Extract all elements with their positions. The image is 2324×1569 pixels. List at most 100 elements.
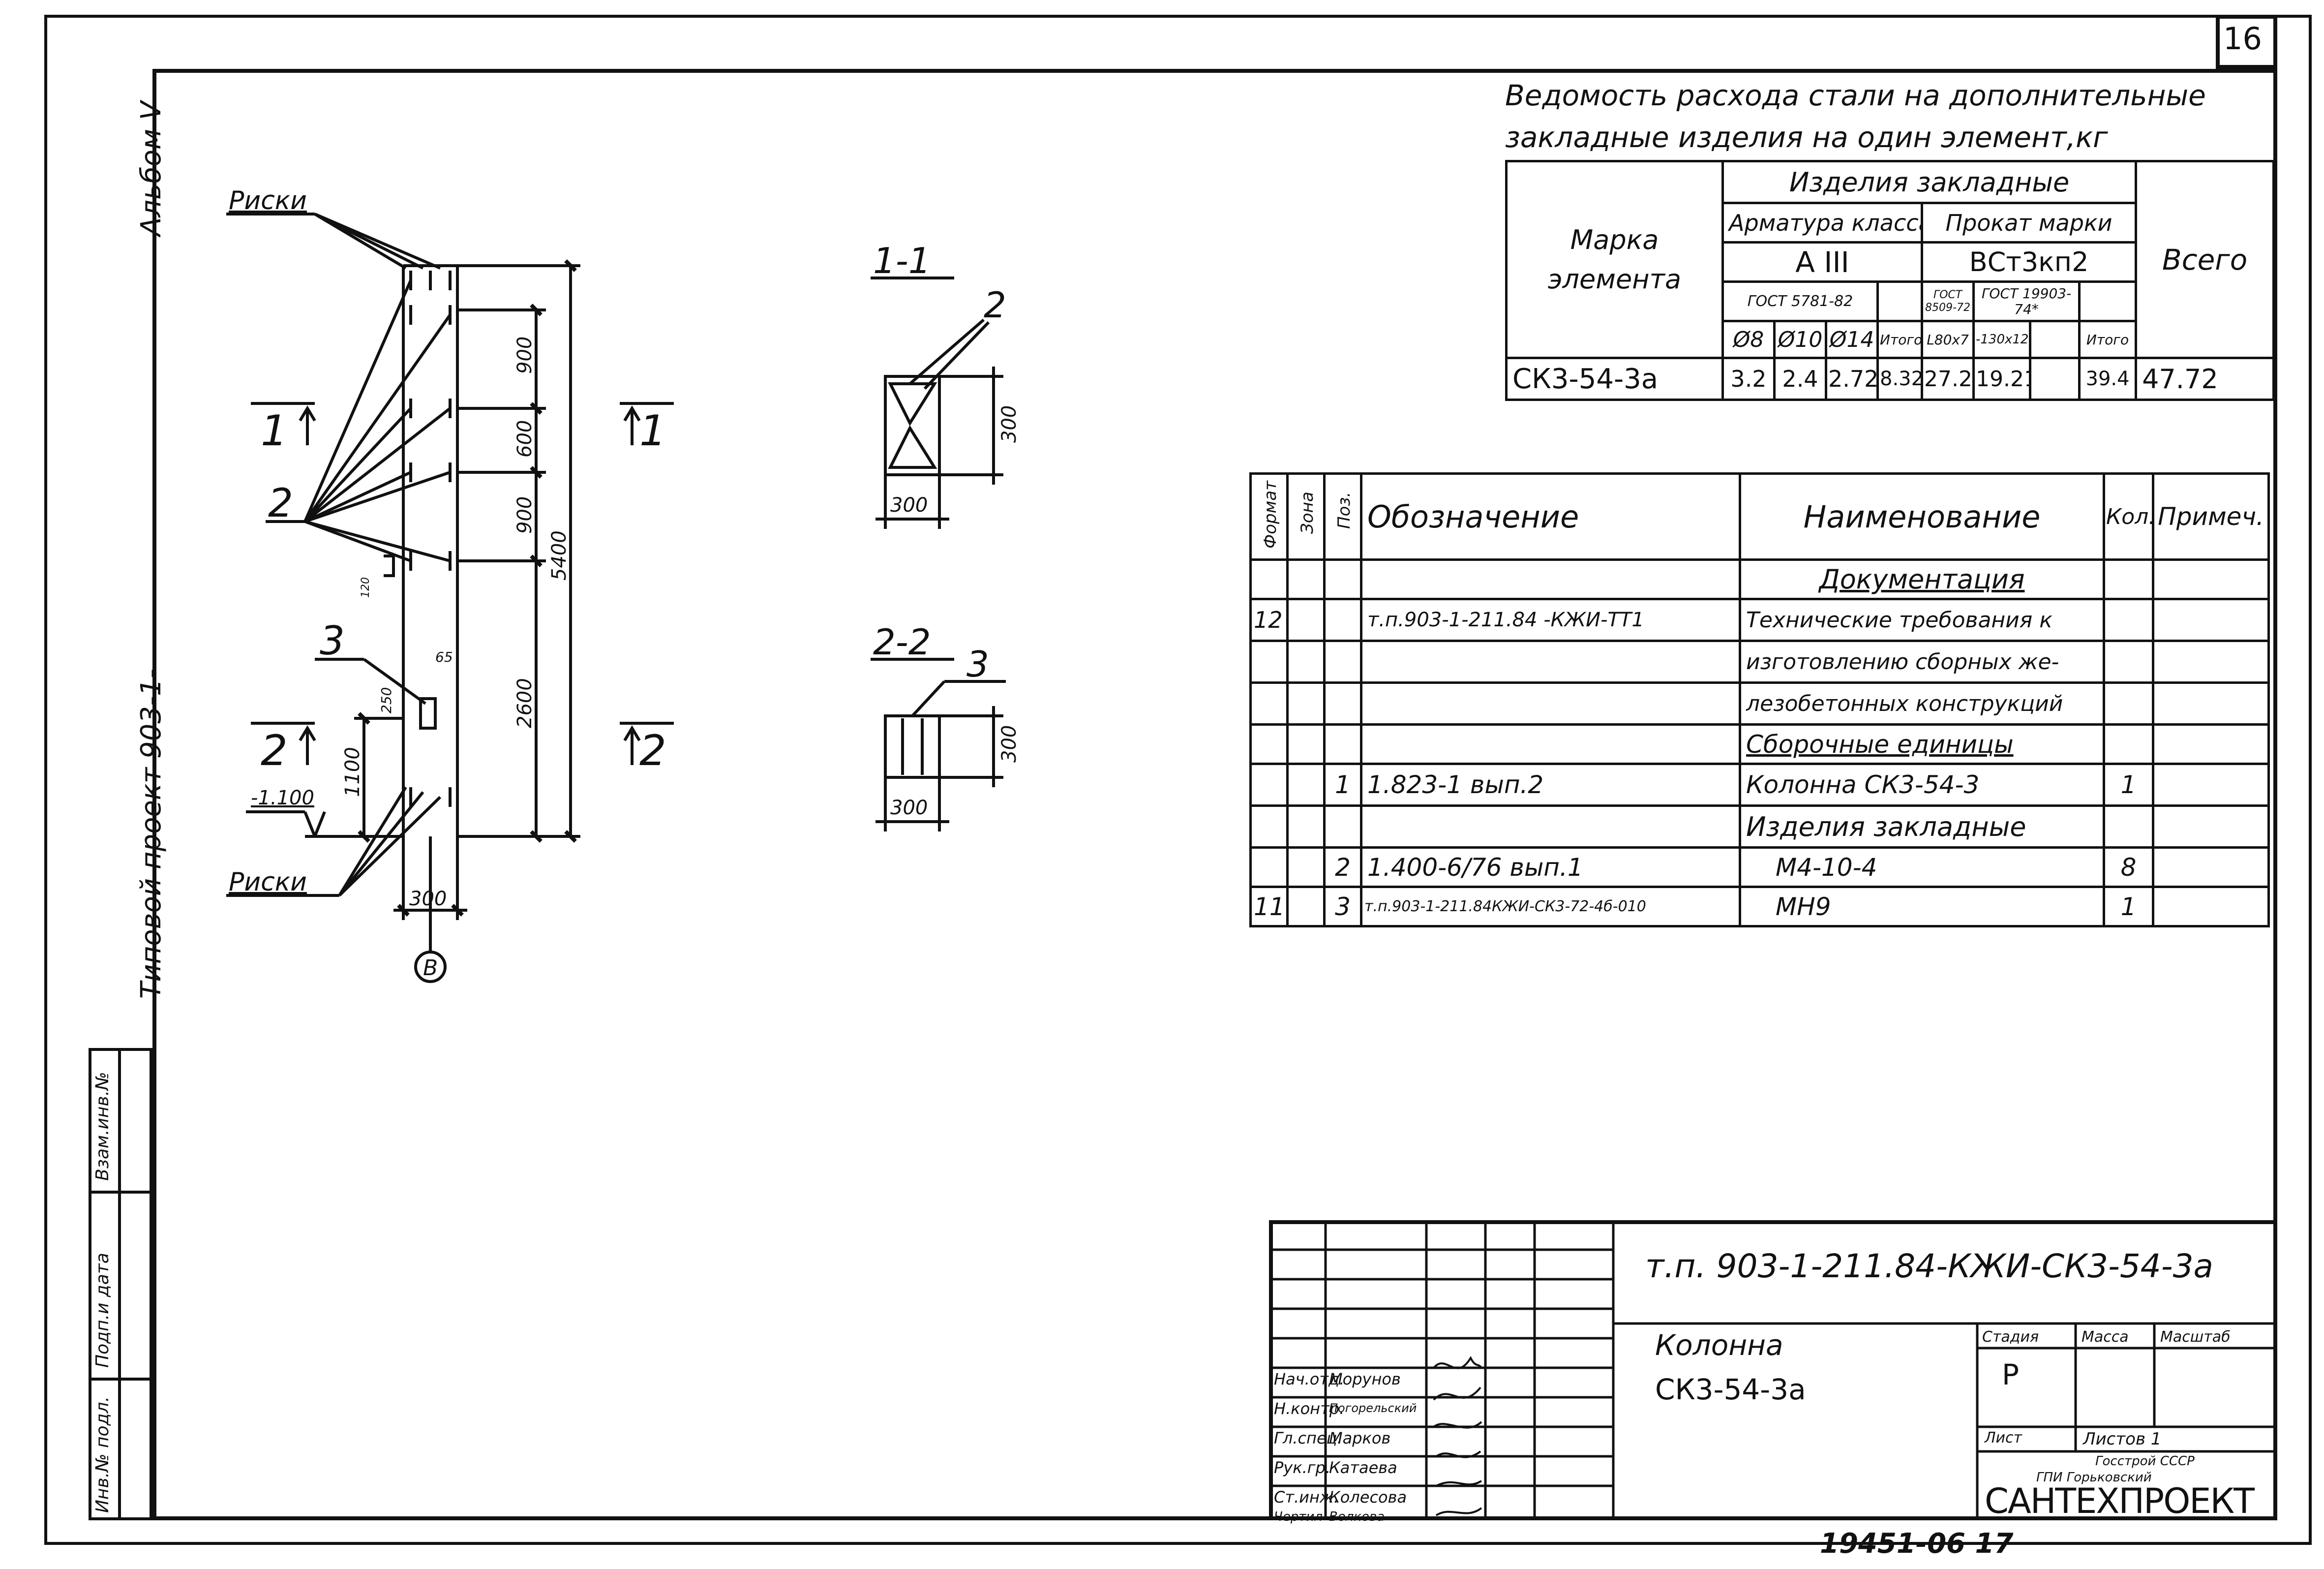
spec-cell-qty: 1 xyxy=(2103,886,2154,927)
stamp-inv-original: Инв.№ подл. xyxy=(92,1396,113,1513)
spec-cell-note xyxy=(2152,598,2270,642)
sheet-outer-frame xyxy=(44,15,2312,1545)
spec-cell-zone xyxy=(1286,598,1326,642)
steel-sub-d10: Ø10 xyxy=(1773,320,1827,359)
title-code: т.п. 903-1-211.84-КЖИ-СК3-54-3а xyxy=(1645,1247,2213,1285)
dim-120: 120 xyxy=(360,577,372,598)
spec-cell-note xyxy=(2152,886,2270,927)
spec-cell-qty xyxy=(2103,723,2154,765)
spec-section-documentation: Документация xyxy=(1739,558,2105,600)
title-h-stage: Стадия xyxy=(1982,1328,2039,1346)
title-sheets-label: Листов 1 xyxy=(2083,1429,2162,1449)
section-1-width: 300 xyxy=(890,494,928,517)
spec-cell-qty xyxy=(2103,558,2154,600)
steel-sub-d14: Ø14 xyxy=(1825,320,1879,359)
steel-sub-rebar-total: Итого xyxy=(1876,320,1923,359)
steel-title-line2: закладные изделия на один элемент,кг xyxy=(1505,121,2108,154)
title-org-logo: САНТЕХПРОЕКТ xyxy=(1985,1481,2255,1521)
spec-cell-qty xyxy=(2103,640,2154,684)
steel-row-rolled-total: 39.4 xyxy=(2078,357,2138,401)
spec-cell-zone xyxy=(1286,804,1326,849)
dim-1100: 1100 xyxy=(341,747,364,797)
spec-cell-pos: 2 xyxy=(1323,846,1362,888)
spec-cell-qty xyxy=(2103,804,2154,849)
spec-cell-zone xyxy=(1286,886,1326,927)
spec-h-format: Формат xyxy=(1249,472,1289,561)
stamp-sign-date: Подп.и дата xyxy=(92,1253,113,1368)
spec-cell-pos xyxy=(1323,598,1362,642)
spec-cell-qty: 1 xyxy=(2103,763,2154,807)
spec-cell-format xyxy=(1249,763,1289,807)
spec-section-assemblies: Сборочные единицы xyxy=(1739,723,2105,765)
sections: 1-1 2 300 300 2-2 3 300 300 xyxy=(871,240,1021,831)
spec-cell-zone xyxy=(1286,640,1326,684)
margin-stamp-divider-1 xyxy=(89,1191,152,1194)
section-2-title: 2-2 xyxy=(873,621,931,663)
title-sheet-label: Лист xyxy=(1985,1429,2022,1446)
spec-cell-pos xyxy=(1323,723,1362,765)
spec-cell-format: 12 xyxy=(1249,598,1289,642)
steel-h-total: Всего xyxy=(2135,160,2275,359)
spec-h-designation: Обозначение xyxy=(1360,472,1741,561)
spec-cell-pos xyxy=(1323,558,1362,600)
spec-row: изготовлению сборных же- xyxy=(1249,640,2270,684)
sheet-number: 16 xyxy=(2223,21,2262,57)
section-2-width: 300 xyxy=(890,797,928,819)
section-1-title: 1-1 xyxy=(873,240,931,281)
tb-role-1: Нач.отд. xyxy=(1274,1370,1345,1388)
spec-cell-qty: 8 xyxy=(2103,846,2154,888)
spec-h-zone: Зона xyxy=(1286,472,1326,561)
spec-cell-designation xyxy=(1360,681,1741,726)
title-h-mass: Масса xyxy=(2082,1328,2129,1346)
spec-cell-pos: 3 xyxy=(1323,886,1362,927)
spec-cell-designation xyxy=(1360,804,1741,849)
cut-label-2-left: 2 xyxy=(261,726,288,775)
tb-name-3: Марков xyxy=(1329,1429,1391,1447)
margin-stamp-divider-2 xyxy=(89,1378,152,1381)
tb-role-3: Гл.спец. xyxy=(1274,1429,1342,1447)
steel-gost-rebar: ГОСТ 5781-82 xyxy=(1721,280,1879,322)
axis-label: В xyxy=(423,955,438,981)
sheet-number-box xyxy=(2216,15,2277,69)
steel-rebar-class: А III xyxy=(1721,241,1923,283)
spec-row: 1 1.823-1 вып.2 Колонна СК3-54-3 1 xyxy=(1249,763,2270,807)
title-block xyxy=(1269,1220,2277,1520)
stamp-replaced-inv: Взам.инв.№ xyxy=(92,1072,113,1181)
dim-900-top: 900 xyxy=(513,337,536,374)
tb-name-4: Катаева xyxy=(1329,1458,1397,1477)
spec-h-note: Примеч. xyxy=(2152,472,2270,561)
tb-role-2: Н.контр. xyxy=(1274,1399,1345,1418)
steel-row-rebar-total: 8.32 xyxy=(1876,357,1923,401)
spec-cell-designation: 1.823-1 вып.2 xyxy=(1360,763,1741,807)
title-name-line2: СК3-54-3а xyxy=(1655,1373,1806,1406)
title-block-grid xyxy=(1269,1220,2277,1520)
spec-cell-qty xyxy=(2103,681,2154,726)
spec-h-name: Наименование xyxy=(1739,472,2105,561)
cut-label-1-left: 1 xyxy=(261,406,288,456)
spec-row: Изделия закладные xyxy=(1249,804,2270,849)
spec-cell-name: МН9 xyxy=(1739,886,2105,927)
tb-name-2: Погорельский xyxy=(1329,1401,1417,1415)
steel-gost-angle: ГОСТ 8509-72 xyxy=(1921,280,1975,322)
steel-sub-empty xyxy=(2029,320,2081,359)
spec-h-pos: Поз. xyxy=(1323,472,1362,561)
spec-cell-format xyxy=(1249,681,1289,726)
spec-cell-designation: т.п.903-1-211.84 -КЖИ-ТТ1 xyxy=(1360,598,1741,642)
dim-300-bottom: 300 xyxy=(409,888,447,910)
spec-row: 12 т.п.903-1-211.84 -КЖИ-ТТ1 Технические… xyxy=(1249,598,2270,642)
spec-cell-format xyxy=(1249,804,1289,849)
spec-cell-note xyxy=(2152,763,2270,807)
steel-sub-rolled-total: Итого xyxy=(2078,320,2138,359)
spec-cell-format xyxy=(1249,723,1289,765)
spec-row: 2 1.400-6/76 вып.1 М4-10-4 8 xyxy=(1249,846,2270,888)
spec-cell-note xyxy=(2152,804,2270,849)
spec-cell-designation xyxy=(1360,640,1741,684)
spec-cell-note xyxy=(2152,640,2270,684)
spec-cell-format xyxy=(1249,558,1289,600)
spec-cell-zone xyxy=(1286,846,1326,888)
title-stage: Р xyxy=(2002,1358,2019,1391)
spec-cell-name: М4-10-4 xyxy=(1739,846,2105,888)
steel-title-line1: Ведомость расхода стали на дополнительны… xyxy=(1505,79,2206,112)
steel-row-mark: СК3-54-3а xyxy=(1505,357,1724,401)
